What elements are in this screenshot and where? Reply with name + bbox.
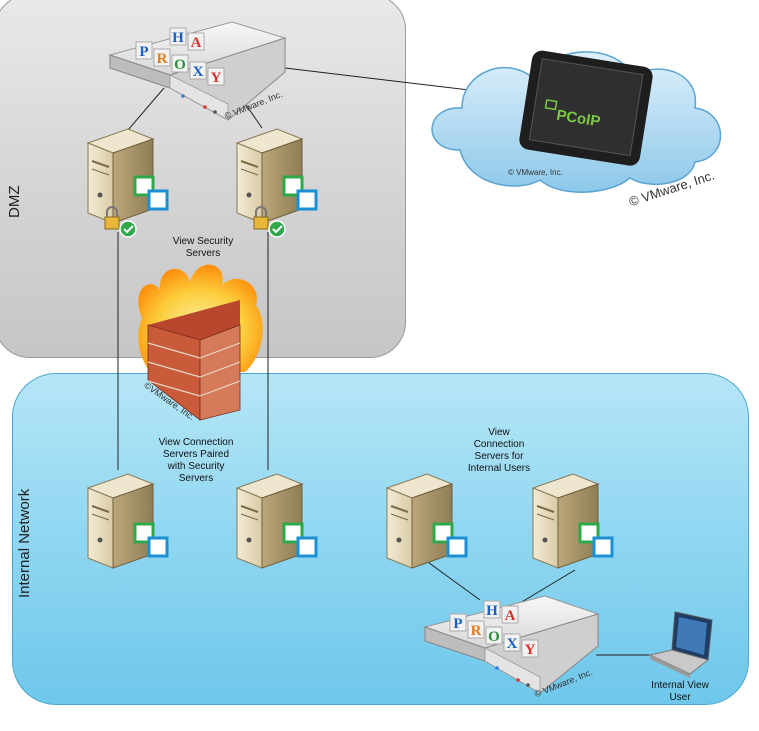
server-icon: [531, 473, 614, 569]
server-icon: [86, 128, 169, 238]
connection-lines: [117, 67, 652, 656]
line-lb-to-sec1: [127, 87, 165, 131]
security-server-1: [83, 125, 173, 245]
caption-security-servers: View Security Servers: [172, 236, 234, 259]
caption-paired-servers: View Connection Servers Paired with Secu…: [158, 437, 234, 484]
laptop-icon: [648, 611, 713, 678]
line-conn4-to-lb: [519, 569, 576, 604]
connection-server-internal-1: [382, 470, 472, 575]
server-icon: [385, 473, 468, 569]
copyright-tablet: © VMware, Inc.: [508, 168, 563, 177]
firewall-icon: [138, 264, 263, 421]
server-icon: [86, 473, 169, 569]
caption-internal-user: Internal View User: [651, 680, 709, 703]
caption-internal-servers: View Connection Servers for Internal Use…: [467, 427, 531, 474]
connection-server-paired-2: [232, 470, 322, 575]
line-conn3-to-lb: [424, 559, 481, 601]
server-icon: [235, 128, 318, 238]
server-icon: [235, 473, 318, 569]
connection-server-internal-2: [528, 470, 618, 575]
cloud-client: [431, 50, 722, 193]
security-server-2: [232, 125, 322, 245]
connection-server-paired-1: [83, 470, 173, 575]
tablet-icon: [519, 50, 653, 166]
